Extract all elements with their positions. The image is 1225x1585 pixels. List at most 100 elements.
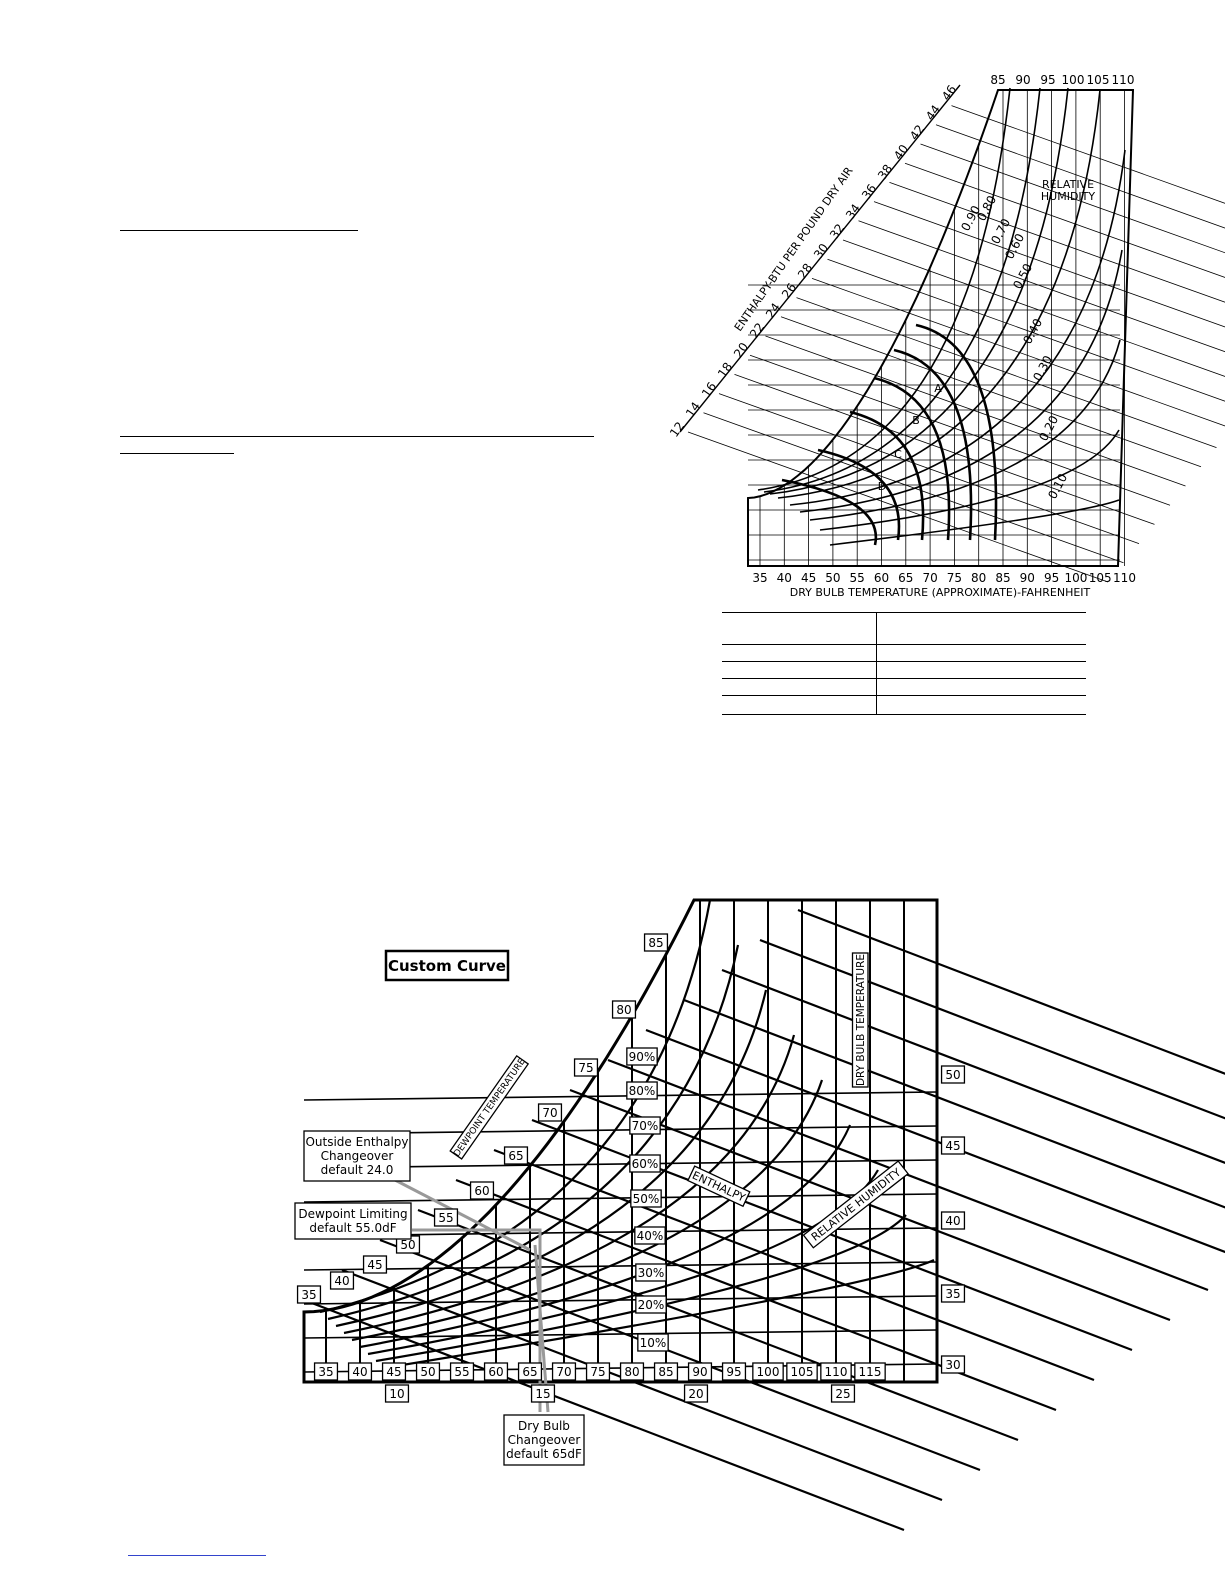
bottom-drybulb-tick: 35 — [752, 571, 767, 585]
callout-line-dewpoint — [412, 1228, 542, 1412]
enthalpy-tick-label: 20 — [731, 340, 751, 361]
bottom-drybulb-label-box — [854, 1362, 886, 1381]
blank-rule-2 — [120, 436, 594, 437]
rh-value-label: 0.80 — [974, 193, 999, 223]
dewpoint-temp-label-box — [537, 1103, 563, 1122]
enthalpy-line — [858, 220, 1225, 353]
top-drybulb-tick: 90 — [1015, 73, 1030, 87]
dewpoint-temp-label-box — [362, 1255, 388, 1274]
bottom-drybulb-tick: 70 — [922, 571, 937, 585]
enthalpy-scale-label: 50 — [945, 1068, 960, 1082]
table-divider — [876, 612, 877, 714]
rh-percent-label: 50% — [633, 1192, 660, 1206]
enthalpy-line — [935, 124, 1225, 229]
bottom-drybulb-tick: 80 — [971, 571, 986, 585]
bottom-drybulb-label: 90 — [692, 1365, 707, 1379]
rh-label: RELATIVE — [1042, 178, 1094, 191]
bottom-drybulb-tick: 100 — [1064, 571, 1087, 585]
enthalpy-line — [827, 258, 1225, 402]
rh-curve — [769, 87, 1069, 495]
dewpoint-axis-label-box — [449, 1054, 530, 1160]
rh-axis-label-box — [802, 1160, 909, 1249]
custom-enthalpy-line — [417, 1208, 1019, 1442]
enthalpy-tick-label: 44 — [923, 102, 943, 123]
bottom-drybulb-label: 115 — [859, 1365, 882, 1379]
callout-drybulb-line: default 65dF — [506, 1447, 582, 1461]
enthalpy-line — [749, 354, 1171, 506]
bottom-drybulb-label-box — [551, 1362, 577, 1381]
bottom-drybulb-label: 70 — [556, 1365, 571, 1379]
enthalpy-tick-label: 26 — [779, 281, 799, 302]
bottom-drybulb-tick: 40 — [777, 571, 792, 585]
enthalpy-line — [951, 105, 1225, 204]
rh-value-label: 0.20 — [1036, 413, 1061, 443]
bottom-drybulb-tick: 95 — [1044, 571, 1059, 585]
bottom-enthalpy-label: 25 — [835, 1387, 850, 1401]
custom-curve-chart: Custom Curve354045505560657075808590%80%… — [294, 898, 1225, 1532]
rh-curve — [809, 339, 1121, 521]
bottom-drybulb-tick: 45 — [801, 571, 816, 585]
bottom-drybulb-label: 80 — [624, 1365, 639, 1379]
bottom-enthalpy-label-box — [683, 1384, 709, 1403]
dewpoint-temp-label: 55 — [438, 1211, 453, 1225]
rh-percent-label: 30% — [638, 1266, 665, 1280]
curve-letter: A — [934, 382, 942, 395]
bottom-drybulb-tick: 75 — [947, 571, 962, 585]
bottom-drybulb-label-box — [381, 1362, 407, 1381]
bottom-enthalpy-label: 20 — [688, 1387, 703, 1401]
enthalpy-tick-label: 18 — [715, 360, 735, 381]
bottom-drybulb-tick: 110 — [1113, 571, 1136, 585]
enthalpy-tick-label: 24 — [763, 300, 783, 321]
top-drybulb-tick: 100 — [1062, 73, 1085, 87]
rh-axis-label-group: RELATIVE HUMIDITY — [802, 1160, 909, 1249]
dewpoint-temp-label: 50 — [400, 1238, 415, 1252]
custom-enthalpy-line — [569, 1088, 1171, 1322]
dewpoint-temp-label: 45 — [367, 1258, 382, 1272]
dewpoint-temp-label-box — [503, 1146, 529, 1165]
bottom-drybulb-label-box — [653, 1362, 679, 1381]
enthalpy-scale-label: 40 — [945, 1214, 960, 1228]
enthalpy-tick-label: 34 — [843, 201, 863, 222]
rh-percent-label-box — [626, 1047, 658, 1066]
callout-enthalpy-box — [303, 1130, 411, 1182]
rh-curve — [763, 87, 1041, 493]
changeover-curve — [781, 478, 878, 546]
bottom-drybulb-tick: 50 — [825, 571, 840, 585]
dewpoint-temp-label: 35 — [301, 1288, 316, 1302]
dewpoint-axis-label: DEWPOINT TEMPERATURE — [452, 1057, 528, 1159]
custom-chart-labels: Custom Curve354045505560657075808590%80%… — [294, 933, 966, 1466]
dewpoint-temp-label-box — [573, 1058, 599, 1077]
title-box — [384, 949, 510, 982]
rh-curve — [829, 499, 1120, 546]
enthalpy-tick-label: 38 — [875, 162, 895, 183]
bottom-drybulb-label-box — [687, 1362, 713, 1381]
bottom-enthalpy-label-box — [384, 1384, 410, 1403]
changeover-curve — [915, 323, 998, 541]
rh-label: HUMIDITY — [1041, 190, 1095, 203]
callout-enthalpy-line: default 24.0 — [321, 1163, 394, 1177]
callout-drybulb-box — [503, 1414, 585, 1466]
bottom-drybulb-tick: 55 — [850, 571, 865, 585]
custom-enthalpy-line — [683, 998, 1225, 1209]
bottom-drybulb-label: 65 — [522, 1365, 537, 1379]
dewpoint-temp-label: 75 — [578, 1061, 593, 1075]
bottom-enthalpy-label-box — [830, 1384, 856, 1403]
bottom-drybulb-label: 60 — [488, 1365, 503, 1379]
enthalpy-axis-label-box — [687, 1165, 751, 1208]
bottom-enthalpy-label-box — [530, 1384, 556, 1403]
custom-rh-curve — [327, 944, 740, 1321]
changeover-curve — [849, 410, 925, 541]
top-drybulb-tick: 95 — [1040, 73, 1055, 87]
bottom-drybulb-label-box — [585, 1362, 611, 1381]
rh-percent-label-box — [637, 1333, 669, 1352]
dewpoint-axis-label-group: DEWPOINT TEMPERATURE — [449, 1054, 530, 1160]
rh-percent-label-box — [635, 1295, 667, 1314]
enthalpy-axis-line — [679, 84, 961, 433]
enthalpy-axis-label: ENTHALPY-BTU PER POUND DRY AIR — [732, 164, 856, 333]
custom-rh-curve — [343, 1034, 796, 1335]
bottom-drybulb-label-box — [449, 1362, 475, 1381]
x-axis-label: DRY BULB TEMPERATURE (APPROXIMATE)-FAHRE… — [790, 586, 1091, 599]
rh-percent-label-box — [629, 1116, 661, 1135]
bottom-drybulb-tick: 90 — [1020, 571, 1035, 585]
enthalpy-scale-label-box — [940, 1136, 966, 1155]
